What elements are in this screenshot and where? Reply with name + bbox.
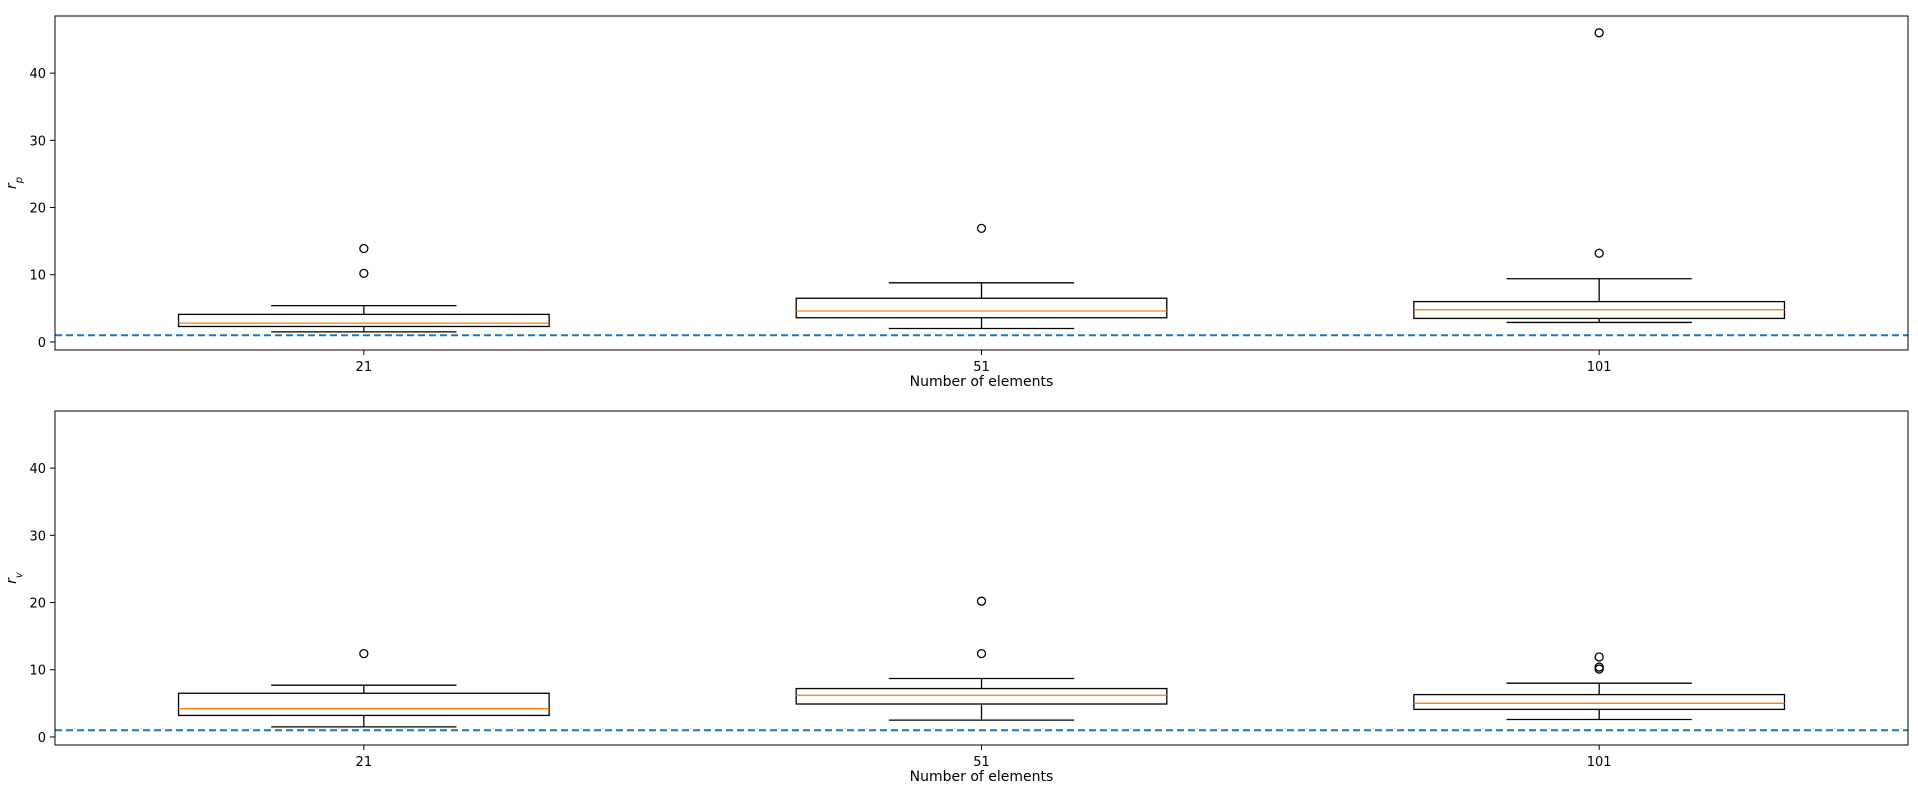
x-tick-label: 51 <box>973 755 990 770</box>
x-tick-label: 21 <box>356 755 373 770</box>
box-21 <box>177 648 550 728</box>
box-iqr <box>177 313 550 328</box>
y-tick-label: 20 <box>29 202 46 217</box>
box-iqr <box>177 692 550 717</box>
y-tick-label: 30 <box>29 134 46 149</box>
outlier-point <box>976 648 987 659</box>
x-axis-label: Number of elements <box>910 769 1054 785</box>
y-tick-label: 10 <box>29 269 46 284</box>
plot-frame <box>54 410 1909 746</box>
outlier-point <box>359 648 369 659</box>
x-tick-label: 101 <box>1587 755 1612 770</box>
box-51 <box>795 596 1168 721</box>
y-axis-label: rp <box>4 177 25 189</box>
outlier-point <box>1594 248 1604 258</box>
box-101 <box>1413 652 1786 721</box>
box-iqr <box>1413 693 1786 711</box>
y-tick-label: 40 <box>29 462 46 477</box>
box-51 <box>795 223 1168 330</box>
outlier-point <box>1594 652 1604 662</box>
outlier-point <box>359 268 369 279</box>
y-tick-label: 0 <box>38 731 46 746</box>
outlier-point <box>359 243 369 254</box>
x-tick-label: 101 <box>1587 360 1612 375</box>
y-tick-label: 20 <box>29 597 46 612</box>
box-iqr <box>795 297 1168 319</box>
box-iqr <box>795 687 1168 705</box>
outlier-point <box>976 223 987 234</box>
box-101 <box>1413 28 1786 324</box>
plot-frame <box>54 15 1909 351</box>
box-21 <box>177 243 550 333</box>
y-tick-label: 40 <box>29 67 46 82</box>
x-tick-label: 21 <box>356 360 373 375</box>
y-axis-label: rv <box>4 571 25 584</box>
outlier-point <box>1594 28 1604 38</box>
y-tick-label: 0 <box>38 336 46 351</box>
x-axis-label: Number of elements <box>910 374 1054 390</box>
x-tick-label: 51 <box>973 360 990 375</box>
outlier-point <box>976 596 987 606</box>
y-tick-label: 30 <box>29 529 46 544</box>
y-tick-label: 10 <box>29 664 46 679</box>
outlier-point <box>1594 662 1604 672</box>
